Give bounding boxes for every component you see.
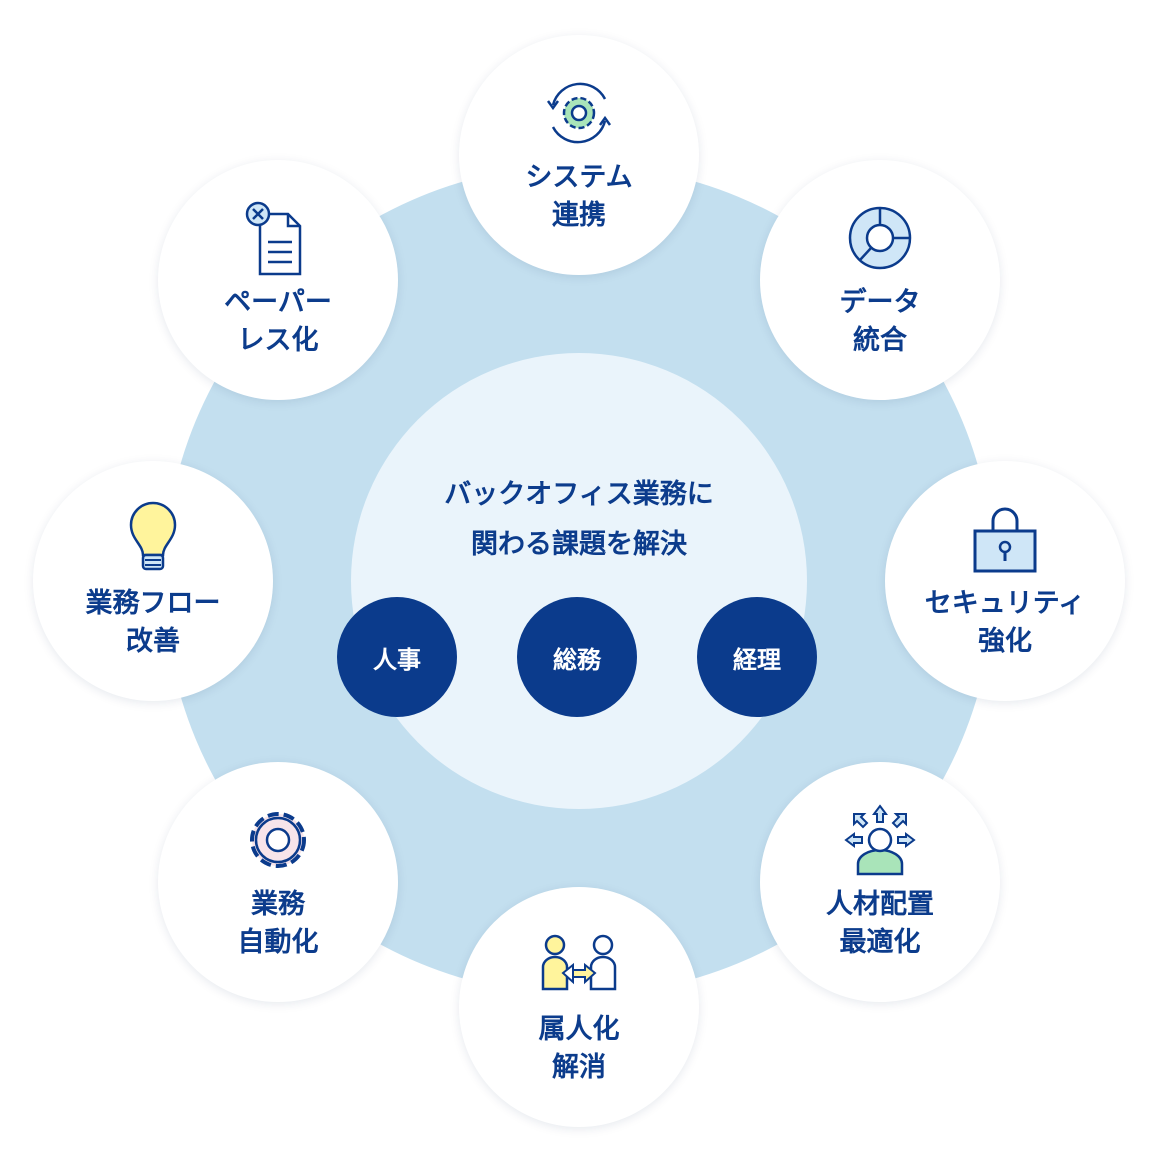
center-headline: バックオフィス業務に 関わる課題を解決 (444, 479, 714, 560)
people-exchange-icon (541, 934, 617, 991)
item-security: セキュリティ強化 (885, 461, 1125, 701)
lock-icon (973, 507, 1037, 573)
gear-sync-icon (546, 82, 612, 144)
item-workflow-improvement: 業務フロー改善 (33, 461, 273, 701)
pie-chart-icon (848, 206, 912, 270)
item-staff-optimization: 人材配置最適化 (760, 762, 1000, 1002)
item-system-integration: システム連携 (459, 35, 699, 275)
item-dependency-resolution: 属人化解消 (459, 887, 699, 1127)
item-paperless: ペーパーレス化 (158, 160, 398, 400)
lightbulb-icon (129, 501, 177, 571)
person-arrows-icon (844, 804, 916, 876)
gear-icon (250, 812, 306, 868)
item-data-integration: データ統合 (760, 160, 1000, 400)
dept-hr: 人事 (337, 597, 457, 717)
document-x-icon (245, 201, 302, 276)
dept-accounting: 経理 (697, 597, 817, 717)
dept-general-affairs: 総務 (517, 597, 637, 717)
item-automation: 業務自動化 (158, 762, 398, 1002)
center-circle (351, 353, 807, 809)
